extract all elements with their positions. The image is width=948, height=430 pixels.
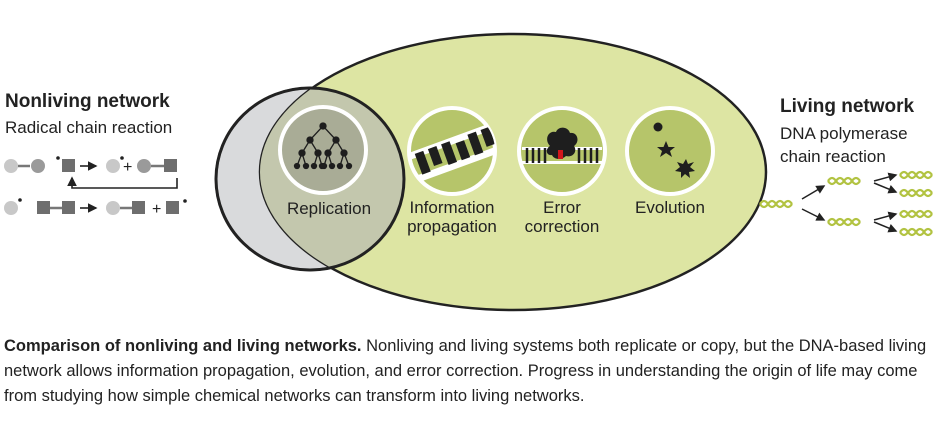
caption-text: Nonliving and living systems both replic…: [4, 337, 927, 405]
dna-chain-reaction-schematic: [759, 170, 933, 237]
venn-diagram: Replication Information propagation Erro…: [4, 32, 933, 312]
error-correction-icon: [517, 106, 607, 196]
replication-icon: [278, 105, 368, 195]
caption-bold: Comparison of nonliving and living netwo…: [4, 337, 362, 355]
nonliving-title: Nonliving network: [5, 91, 170, 112]
living-title: Living network: [780, 96, 915, 117]
evolution-label: Evolution: [635, 198, 705, 217]
error-label-line2: correction: [525, 217, 600, 236]
living-subtitle-line1: DNA polymerase: [780, 124, 908, 143]
evolution-icon: [625, 106, 715, 196]
dna-arrows: [801, 172, 898, 233]
figure-caption: Comparison of nonliving and living netwo…: [4, 334, 934, 409]
radical-chain-reaction-schematic: + +: [4, 156, 187, 218]
plus-sign-2: +: [152, 201, 161, 218]
information-label-line2: propagation: [407, 217, 497, 236]
information-propagation-icon: [407, 106, 497, 196]
error-label-line1: Error: [543, 198, 581, 217]
living-subtitle-line2: chain reaction: [780, 147, 886, 166]
plus-sign-1: +: [123, 159, 132, 176]
information-label-line1: Information: [409, 198, 494, 217]
replication-label: Replication: [287, 199, 371, 218]
nonliving-subtitle: Radical chain reaction: [5, 118, 172, 137]
